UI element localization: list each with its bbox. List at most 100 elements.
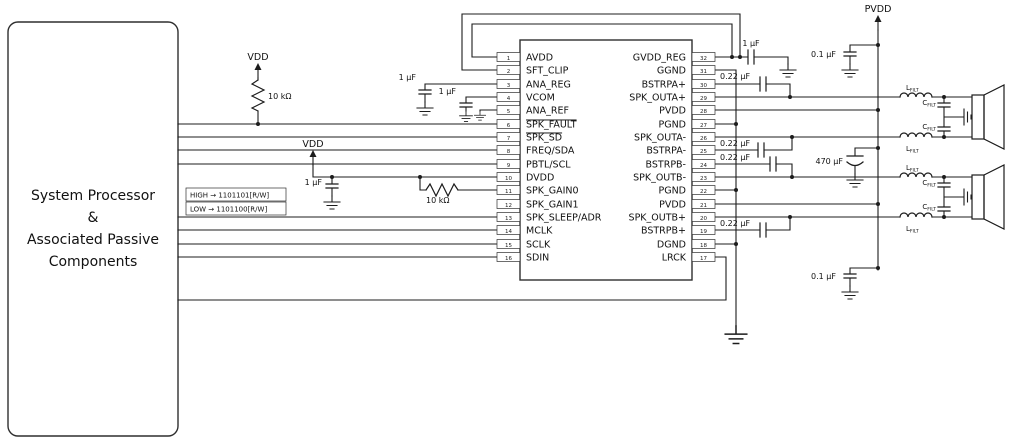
- pin-label: DGND: [657, 240, 686, 251]
- pin-number: 1: [507, 56, 511, 62]
- capacitor-value: 0.22 µF: [720, 72, 750, 81]
- wire-top-routes: [461, 13, 741, 71]
- ground-icon: [779, 63, 797, 78]
- pin-label: SPK_GAIN1: [526, 200, 579, 211]
- capacitor-value: 0.1 µF: [811, 50, 836, 59]
- inductor-label: LFILT: [906, 225, 919, 235]
- resistor-pullup: [250, 79, 266, 112]
- pin-number: 30: [700, 83, 707, 89]
- pin-label: BSTRPB+: [641, 226, 686, 237]
- processor-text-line: System Processor: [31, 188, 155, 204]
- wire-pvdd-rail: [849, 29, 879, 287]
- capacitor-value: 1 µF: [742, 39, 760, 48]
- pin-number: 27: [700, 123, 707, 129]
- ground-icon: [957, 108, 972, 126]
- pvdd-label: PVDD: [865, 4, 892, 15]
- pin-number: 4: [507, 96, 511, 102]
- capacitor-label: CFILT: [922, 203, 936, 213]
- ground-icon: [724, 325, 748, 345]
- pin-label: VCOM: [526, 93, 555, 104]
- vdd-label: VDD: [302, 139, 323, 150]
- inductor-filter-a-plus: [899, 92, 933, 98]
- pin-label: PGND: [658, 120, 686, 131]
- pin-number: 14: [505, 229, 512, 235]
- pin-label: ANA_REG: [526, 80, 571, 91]
- ground-icon: [474, 110, 486, 121]
- pin-right-pvdd-1: 28 PVDD: [659, 105, 716, 117]
- processor-text-line: Associated Passive: [27, 232, 159, 248]
- junction-dots: [256, 43, 946, 270]
- resistor-value: 10 kΩ: [268, 92, 291, 101]
- inductor-filter-b-minus: [899, 172, 933, 178]
- pin-label: SFT_CLIP: [526, 66, 569, 77]
- pin-label: SPK_OUTA-: [634, 133, 686, 144]
- inductor-filter-a-minus: [899, 132, 933, 138]
- inductor-filter-b-plus: [899, 212, 933, 218]
- pin-number: 8: [507, 149, 511, 155]
- capacitor-value: 470 µF: [815, 157, 843, 166]
- pin-number: 26: [700, 136, 707, 142]
- wire-left-components: [257, 77, 498, 197]
- pin-number: 28: [700, 109, 707, 115]
- ground-icon: [957, 188, 972, 206]
- capacitor-pvdd-bottom: [843, 273, 857, 279]
- pin-number: 12: [505, 203, 512, 209]
- note-low-text: LOW → 1101100[R/W]: [190, 206, 267, 214]
- capacitor-value: 1 µF: [399, 73, 417, 82]
- pin-label: SCLK: [526, 240, 551, 251]
- pin-label: SPK_FAULT: [526, 120, 577, 131]
- processor-box: [7, 21, 179, 437]
- ground-icon: [841, 285, 859, 300]
- pin-left-spk-gain1: 12 SPK_GAIN1: [496, 199, 579, 211]
- capacitor-filter-a-top: [937, 102, 951, 108]
- vdd-power-icon: [253, 62, 263, 79]
- pin-label: GVDD_REG: [633, 53, 686, 64]
- capacitor-filter-b-bottom: [937, 206, 951, 212]
- pvdd-power-icon: [873, 14, 883, 31]
- pin-right-spk-outa-minus: 26 SPK_OUTA-: [634, 132, 716, 144]
- pin-label: FREQ/SDA: [526, 146, 575, 157]
- pin-label: BSTRPA-: [646, 146, 686, 157]
- pin-label: PVDD: [659, 106, 686, 117]
- capacitor-dvdd: [325, 183, 339, 189]
- ic-body: [519, 39, 693, 281]
- pin-label: SDIN: [526, 253, 549, 264]
- pin-label: ANA_REF: [526, 106, 569, 117]
- pin-label: SPK_OUTA+: [629, 93, 686, 104]
- ground-icon: [323, 195, 341, 210]
- pin-number: 18: [700, 243, 707, 249]
- capacitor-value: 0.22 µF: [720, 139, 750, 148]
- pin-label: DVDD: [526, 173, 554, 184]
- pin-right-dgnd: 18 DGND: [657, 239, 716, 251]
- pin-number: 25: [700, 149, 707, 155]
- capacitor-value: 0.22 µF: [720, 219, 750, 228]
- note-box-high: [185, 187, 287, 202]
- capacitor-ana-reg: [418, 89, 432, 95]
- capacitor-bstrpb-plus: [759, 222, 767, 238]
- wire-right-signals: [714, 56, 973, 327]
- capacitor-value: 0.22 µF: [720, 153, 750, 162]
- capacitor-label: CFILT: [922, 99, 936, 109]
- pin-number: 21: [700, 203, 707, 209]
- pin-label: BSTRPA+: [642, 80, 686, 91]
- speaker-b-icon: [971, 164, 1005, 230]
- capacitor-bstrpa-plus: [759, 76, 767, 92]
- pin-number: 6: [507, 123, 511, 129]
- capacitor-filter-a-bottom: [937, 126, 951, 132]
- pin-number: 17: [700, 256, 707, 262]
- capacitor-label: CFILT: [922, 123, 936, 133]
